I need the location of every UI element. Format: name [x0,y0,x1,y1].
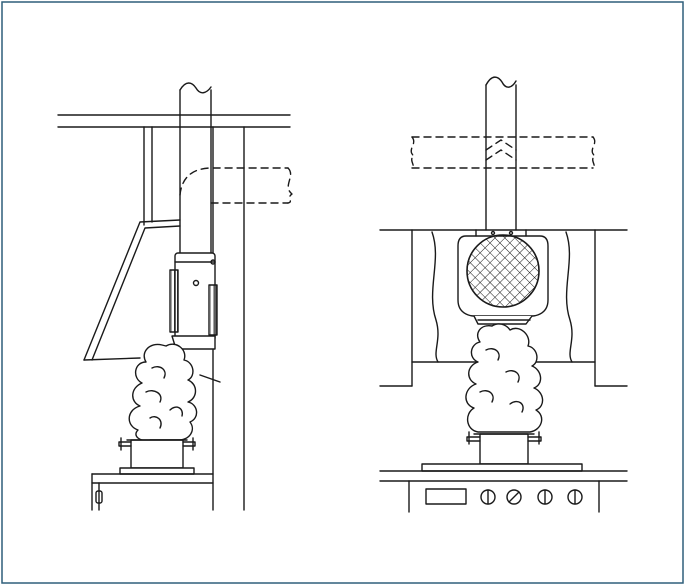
dashed-alternate-duct-icon [410,136,596,169]
control-knob-icon [537,489,553,505]
fan-motor-icon [169,252,218,350]
chimney-duct-icon [179,82,212,256]
ceiling-lines [57,114,291,128]
side-panel-wave-left [431,231,439,363]
front-view-panel [379,76,628,513]
control-knob-icon [480,489,496,505]
stove-icon [91,467,214,511]
steam-cloud-detail [145,366,184,429]
side-panel-wave-right [565,231,573,363]
cooking-pot-icon [118,437,196,469]
control-knob-icon [506,489,522,505]
mesh-grease-filter-icon [466,234,540,308]
chimney-duct-icon [485,76,517,231]
cabinet-side-panel [143,126,153,226]
cooking-pot-icon [466,431,542,465]
hood-canopy-icon [83,219,221,383]
stove-icon [379,463,628,513]
display-panel-icon [425,488,467,505]
dashed-alternate-duct-icon [179,167,293,204]
steam-cloud-detail [479,348,524,413]
side-view-panel [57,82,293,511]
control-knob-icon [567,489,583,505]
